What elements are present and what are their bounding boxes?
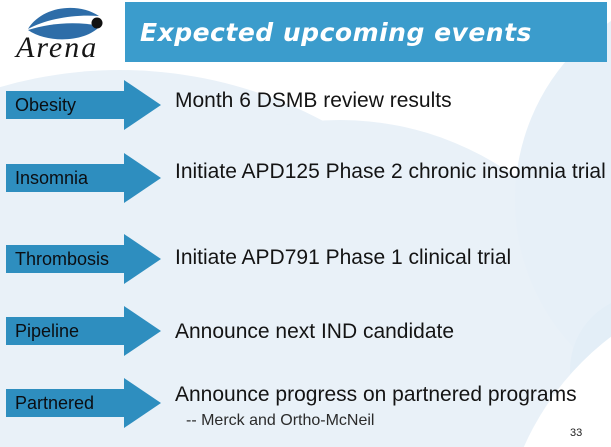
arrow-partnered: Partnered — [0, 378, 165, 428]
event-text-insomnia: Initiate APD125 Phase 2 chronic insomnia… — [175, 160, 606, 183]
event-text-partnered: Announce progress on partnered programs — [175, 383, 577, 406]
arrow-label: Partnered — [15, 393, 95, 413]
arrow-pipeline: Pipeline — [0, 306, 165, 356]
arena-logo-eye-icon: Arena — [14, 7, 103, 62]
title-bar: Expected upcoming events — [125, 2, 607, 62]
arena-logo-text: Arena — [14, 31, 98, 62]
right-arrow-icon — [6, 306, 161, 356]
arrow-label: Obesity — [15, 95, 77, 115]
arrow-label: Pipeline — [15, 321, 80, 341]
slide-title: Expected upcoming events — [140, 17, 532, 47]
arrow-label: Thrombosis — [15, 249, 110, 269]
arena-logo: Arena — [0, 0, 125, 64]
arrow-label: Insomnia — [15, 168, 89, 188]
event-subtext-partners: -- Merck and Ortho-McNeil — [186, 412, 375, 429]
event-text-pipeline: Announce next IND candidate — [175, 320, 455, 343]
right-arrow-icon — [6, 234, 161, 284]
right-arrow-icon — [6, 153, 161, 203]
arrow-insomnia: Insomnia — [0, 153, 165, 203]
arrow-obesity: Obesity — [0, 80, 165, 130]
event-text-thrombosis: Initiate APD791 Phase 1 clinical trial — [175, 246, 512, 269]
right-arrow-icon — [6, 80, 161, 130]
event-text-obesity: Month 6 DSMB review results — [175, 89, 452, 112]
right-arrow-icon — [6, 378, 161, 428]
arrow-thrombosis: Thrombosis — [0, 234, 165, 284]
page-number: 33 — [570, 427, 583, 439]
